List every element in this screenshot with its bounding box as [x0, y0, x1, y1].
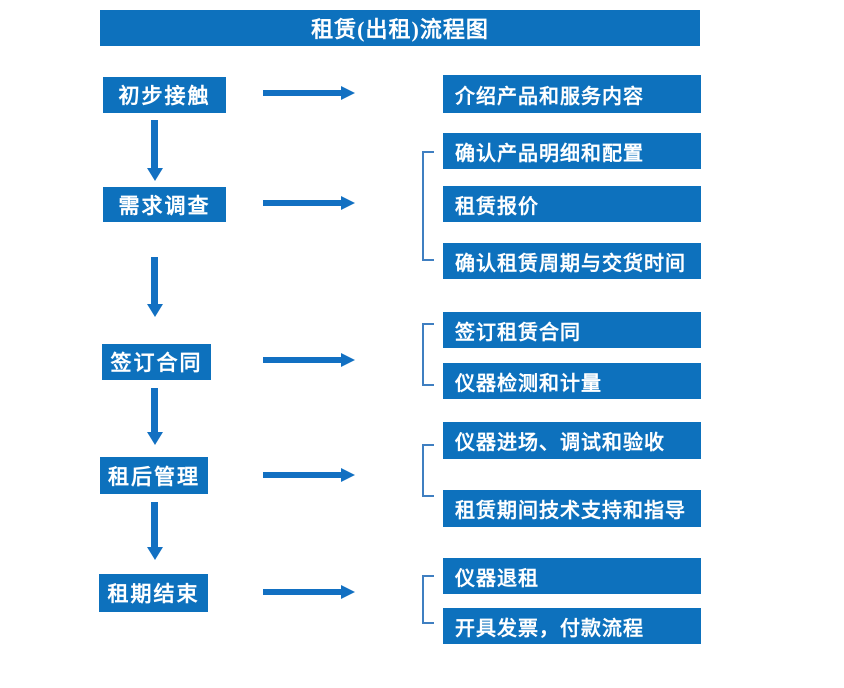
step-box-sign-contract: 签订合同 [102, 344, 211, 380]
arrow-right-icon-4 [263, 468, 355, 482]
detail-box-instrument-setup: 仪器进场、调试和验收 [443, 422, 701, 459]
detail-box-invoice-payment: 开具发票，付款流程 [443, 608, 701, 644]
detail-box-instrument-return: 仪器退租 [443, 558, 701, 594]
bracket-demand-survey-group [422, 151, 434, 261]
bracket-rental-end-group [422, 575, 434, 624]
arrow-right-icon-3 [263, 353, 355, 367]
step-box-demand-survey: 需求调查 [103, 187, 226, 222]
arrow-right-icon-1 [263, 86, 355, 100]
arrow-down-icon-1 [147, 120, 163, 181]
arrow-right-icon-2 [263, 196, 355, 210]
page-title: 租赁(出租)流程图 [100, 10, 700, 46]
step-box-rental-end: 租期结束 [99, 574, 208, 612]
arrow-down-icon-2 [147, 257, 163, 317]
detail-box-instrument-inspection: 仪器检测和计量 [443, 363, 701, 399]
detail-box-intro-products: 介绍产品和服务内容 [443, 75, 701, 113]
arrow-right-icon-5 [263, 585, 355, 599]
bracket-sign-contract-group [422, 323, 434, 386]
detail-box-rental-quote: 租赁报价 [443, 186, 701, 222]
detail-box-sign-rental-contract: 签订租赁合同 [443, 312, 701, 348]
arrow-down-icon-4 [147, 502, 163, 560]
arrow-down-icon-3 [147, 388, 163, 445]
detail-box-technical-support: 租赁期间技术支持和指导 [443, 490, 701, 527]
detail-box-confirm-product-details: 确认产品明细和配置 [443, 133, 701, 169]
bracket-post-rental-group [422, 444, 434, 497]
step-box-post-rental-management: 租后管理 [100, 457, 208, 494]
step-box-initial-contact: 初步接触 [103, 77, 226, 113]
detail-box-confirm-rental-period: 确认租赁周期与交货时间 [443, 243, 701, 279]
